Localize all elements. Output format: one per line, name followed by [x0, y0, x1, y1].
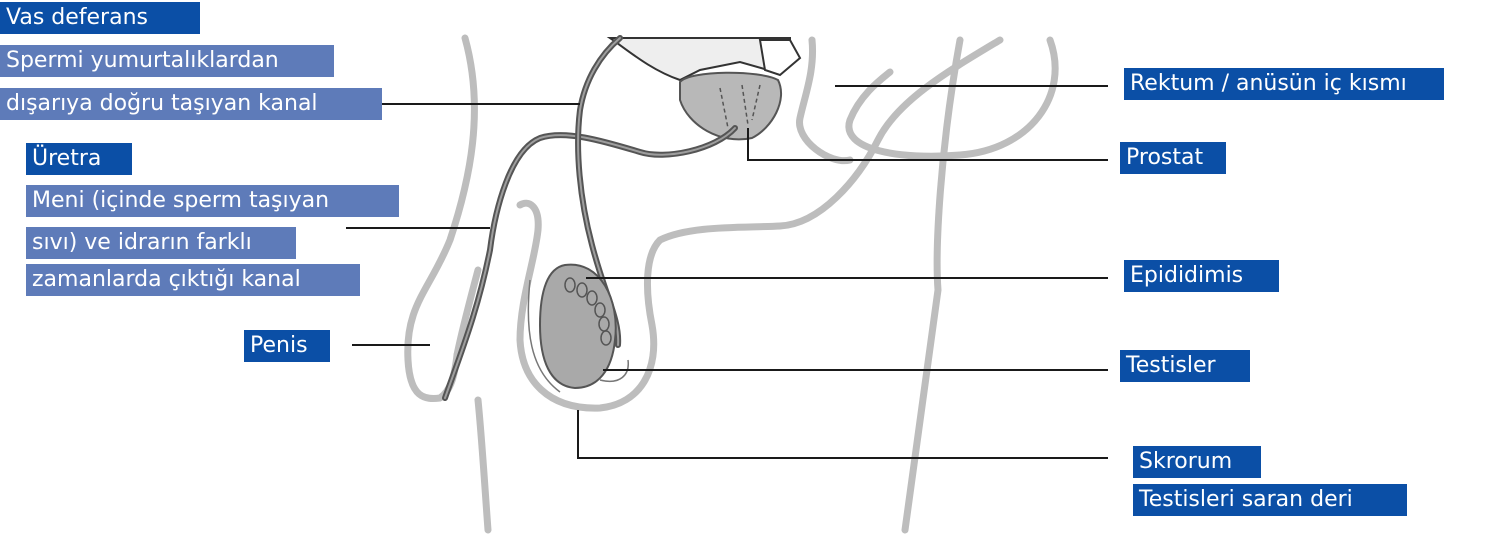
label-vas-deferens-title: Vas deferans [0, 2, 200, 34]
leader-scrotum [578, 410, 1108, 458]
label-urethra-desc-3: zamanlarda çıktığı kanal [26, 264, 360, 296]
label-prostate: Prostat [1120, 142, 1226, 174]
label-urethra-desc-2: sıvı) ve idrarın farklı [26, 227, 296, 259]
label-urethra-title: Üretra [26, 143, 132, 175]
label-urethra-desc-1: Meni (içinde sperm taşıyan [26, 185, 399, 217]
testis-group [528, 265, 628, 392]
body-lower-outline [478, 400, 488, 530]
label-testes: Testisler [1120, 350, 1250, 382]
thigh-outline [905, 40, 960, 530]
label-scrotum-title: Skrorum [1133, 446, 1261, 478]
label-scrotum-desc: Testisleri saran deri [1133, 484, 1407, 516]
label-vas-deferens-desc-1: Spermi yumurtalıklardan [0, 45, 334, 77]
bladder-region [610, 38, 800, 139]
label-rectum: Rektum / anüsün iç kısmı [1124, 68, 1444, 100]
label-vas-deferens-desc-2: dışarıya doğru taşıyan kanal [0, 88, 382, 120]
label-epididymis: Epididimis [1124, 260, 1279, 292]
label-penis: Penis [244, 330, 330, 362]
rectum-outline [800, 40, 850, 161]
